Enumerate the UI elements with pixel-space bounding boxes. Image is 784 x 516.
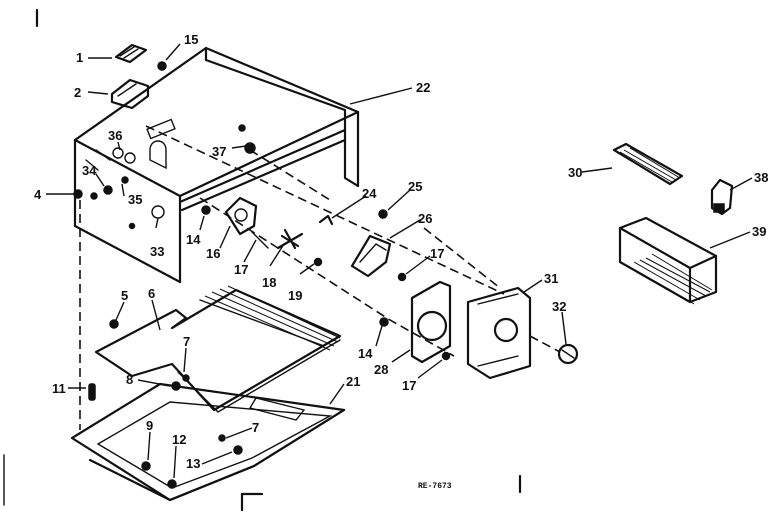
callout-14-upper: 14 [186,232,201,247]
callout-18: 18 [262,275,276,290]
callout-31: 31 [544,271,558,286]
callout-24: 24 [362,186,377,201]
housing-hardware [73,124,256,230]
part-11 [88,383,96,401]
callout-38: 38 [754,170,768,185]
part-14-upper [201,205,211,215]
pan-6 [94,285,342,413]
callout-26: 26 [418,211,432,226]
callout-6: 6 [148,286,155,301]
part-15 [157,61,167,71]
callout-7-upper: 7 [183,334,190,349]
callout-19: 19 [288,288,302,303]
callout-9: 9 [146,418,153,433]
part-17-upper [251,231,269,249]
callout-34: 34 [82,163,97,178]
part-38 [710,178,734,216]
callout-28: 28 [374,362,388,377]
callout-37: 37 [212,144,226,159]
callout-35: 35 [128,192,142,207]
assembly-lines [79,125,561,430]
fan-blade-18 [276,228,304,250]
callout-33: 33 [150,244,164,259]
callout-25: 25 [408,179,422,194]
shelf-39 [618,216,718,305]
callout-22: 22 [416,80,430,95]
part-25 [378,209,388,219]
callout-39: 39 [752,224,766,239]
callout-36: 36 [108,128,122,143]
part-7-lower [218,434,226,442]
callout-21: 21 [346,374,360,389]
part-7-upper [182,374,190,382]
callout-15: 15 [184,32,198,47]
part-8 [171,381,181,391]
callout-17-mid: 17 [430,246,444,261]
part-9 [141,461,151,471]
fan-motor-16 [224,196,258,236]
knob-32 [557,343,579,365]
part-1 [114,43,148,64]
callout-12: 12 [172,432,186,447]
callout-13: 13 [186,456,200,471]
callout-1: 1 [76,50,83,65]
part-30 [612,142,684,186]
callout-16: 16 [206,246,220,261]
callout-11: 11 [52,381,66,396]
drawing-code: RE-7673 [418,482,452,491]
part-13 [233,445,243,455]
callout-30: 30 [568,165,582,180]
callout-5: 5 [121,288,128,303]
callout-32: 32 [552,299,566,314]
part-19 [313,257,323,267]
callout-2: 2 [74,85,81,100]
part-5 [109,319,119,329]
leader-lines [46,43,753,479]
part-24 [318,214,334,226]
callout-17-lower: 17 [402,378,416,393]
callout-8: 8 [126,372,133,387]
callout-labels: 1 2 4 5 6 7 7 8 9 11 12 13 14 14 15 16 1… [34,32,768,471]
cover-28 [410,280,452,364]
callout-4: 4 [34,187,42,202]
control-31 [466,286,532,380]
part-12 [167,479,177,489]
callout-14-lower: 14 [358,346,373,361]
bracket-26 [350,234,392,278]
tray-21 [70,382,346,502]
part-14-lower [379,317,389,327]
part-2 [110,78,150,110]
callout-7-lower: 7 [252,420,259,435]
housing-part-22 [73,46,360,284]
scan-corner-mark [240,492,264,512]
part-17-lower [441,351,451,361]
part-17-mid [397,272,407,282]
callout-17-upper: 17 [234,262,248,277]
